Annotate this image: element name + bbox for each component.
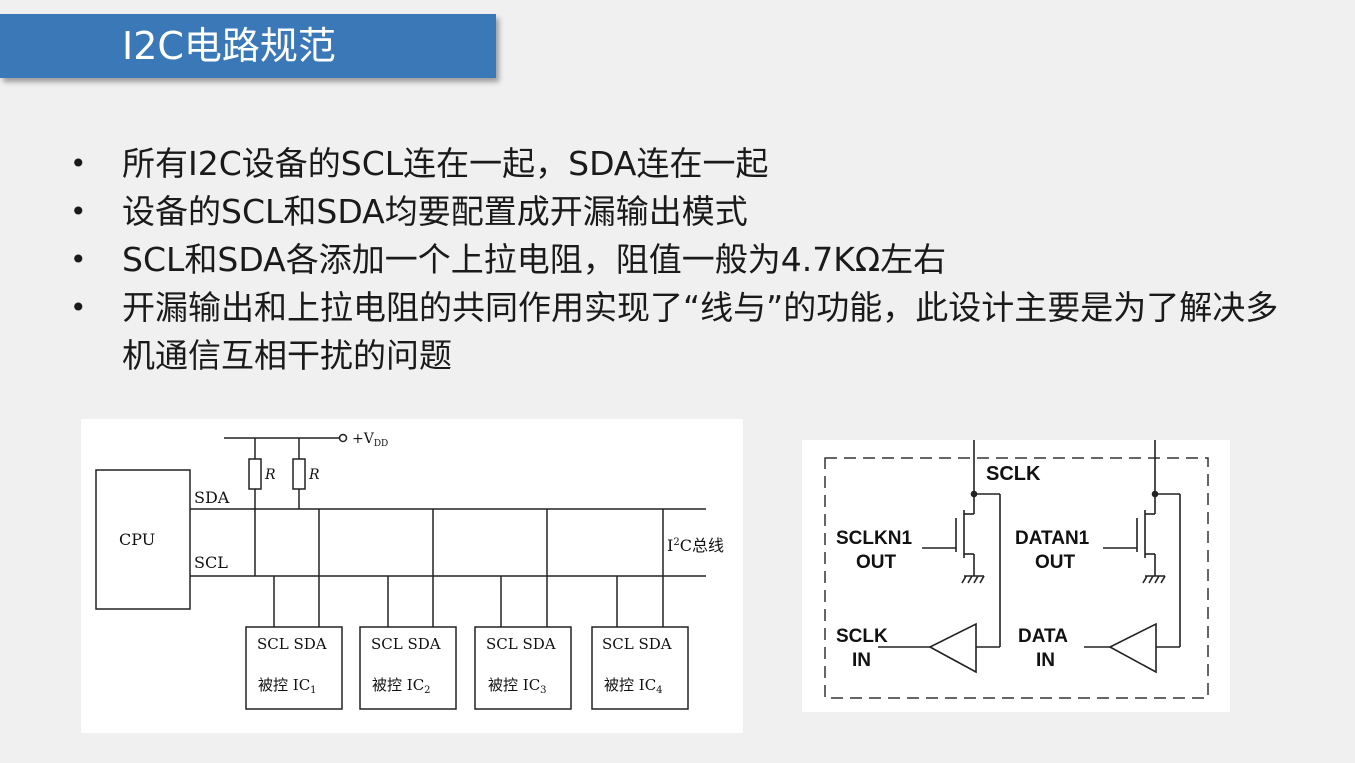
open-drain-svg: SCLK SCLKN1 OUT DATAN1 OUT SCLK IN DATA … — [824, 440, 1209, 699]
device-name-label: 被控 IC2 — [372, 676, 431, 696]
bullet-dot-icon: • — [70, 147, 87, 180]
bullet-text: 所有I2C设备的SCL连在一起，SDA连在一起 — [122, 144, 769, 183]
bullet-text: SCL和SDA各添加一个上拉电阻，阻值一般为4.7KΩ左右 — [122, 240, 947, 279]
cpu-label: CPU — [119, 530, 155, 549]
device-name-label: 被控 IC1 — [258, 676, 317, 696]
sclk-label: SCLK — [986, 463, 1041, 485]
device-pins-label: SCL SDA — [371, 635, 441, 653]
title-bar: I2C电路规范 — [0, 14, 496, 78]
vdd-label: +VDD — [352, 431, 388, 449]
datan1-label: DATAN1 — [1015, 528, 1090, 549]
bullet-dot-icon: • — [70, 291, 87, 324]
sclk-in-sub-label: IN — [852, 650, 871, 671]
device-pins-label: SCL SDA — [257, 635, 327, 653]
sda-label: SDA — [194, 488, 230, 507]
device-pins-label: SCL SDA — [486, 635, 556, 653]
i2c-bus-svg: +VDD R R CPU SDA SCL I2C总线 SCL SDA 被控 IC… — [95, 431, 724, 710]
resistor-label: R — [308, 467, 320, 483]
bus-label: I2C总线 — [667, 536, 724, 555]
open-drain-circuit-diagram: SCLK SCLKN1 OUT DATAN1 OUT SCLK IN DATA … — [802, 440, 1230, 712]
sclkn1-out-label: OUT — [856, 552, 897, 573]
bullet-item: • SCL和SDA各添加一个上拉电阻，阻值一般为4.7KΩ左右 — [70, 236, 1300, 284]
bullet-dot-icon: • — [70, 243, 87, 276]
device-name-label: 被控 IC4 — [604, 676, 663, 696]
bullet-item: • 所有I2C设备的SCL连在一起，SDA连在一起 — [70, 140, 1300, 188]
sclk-in-label: SCLK — [836, 626, 888, 647]
data-in-label: DATA — [1018, 626, 1068, 647]
bullet-item: • 设备的SCL和SDA均要配置成开漏输出模式 — [70, 188, 1300, 236]
scl-label: SCL — [194, 553, 228, 572]
bullet-dot-icon: • — [70, 195, 87, 228]
slide-title: I2C电路规范 — [122, 24, 336, 68]
i2c-bus-diagram: +VDD R R CPU SDA SCL I2C总线 SCL SDA 被控 IC… — [81, 419, 743, 733]
datan1-out-label: OUT — [1035, 552, 1076, 573]
device-name-label: 被控 IC3 — [488, 676, 547, 696]
resistor-label: R — [264, 467, 276, 483]
bullet-list: • 所有I2C设备的SCL连在一起，SDA连在一起 • 设备的SCL和SDA均要配置… — [70, 140, 1300, 380]
bullet-item: • 开漏输出和上拉电阻的共同作用实现了“线与”的功能，此设计主要是为了解决多机通信… — [70, 284, 1300, 380]
bullet-text: 开漏输出和上拉电阻的共同作用实现了“线与”的功能，此设计主要是为了解决多机通信互… — [122, 288, 1279, 375]
bullet-text: 设备的SCL和SDA均要配置成开漏输出模式 — [122, 192, 748, 231]
sclkn1-label: SCLKN1 — [836, 528, 912, 549]
data-in-sub-label: IN — [1036, 650, 1055, 671]
device-pins-label: SCL SDA — [602, 635, 672, 653]
